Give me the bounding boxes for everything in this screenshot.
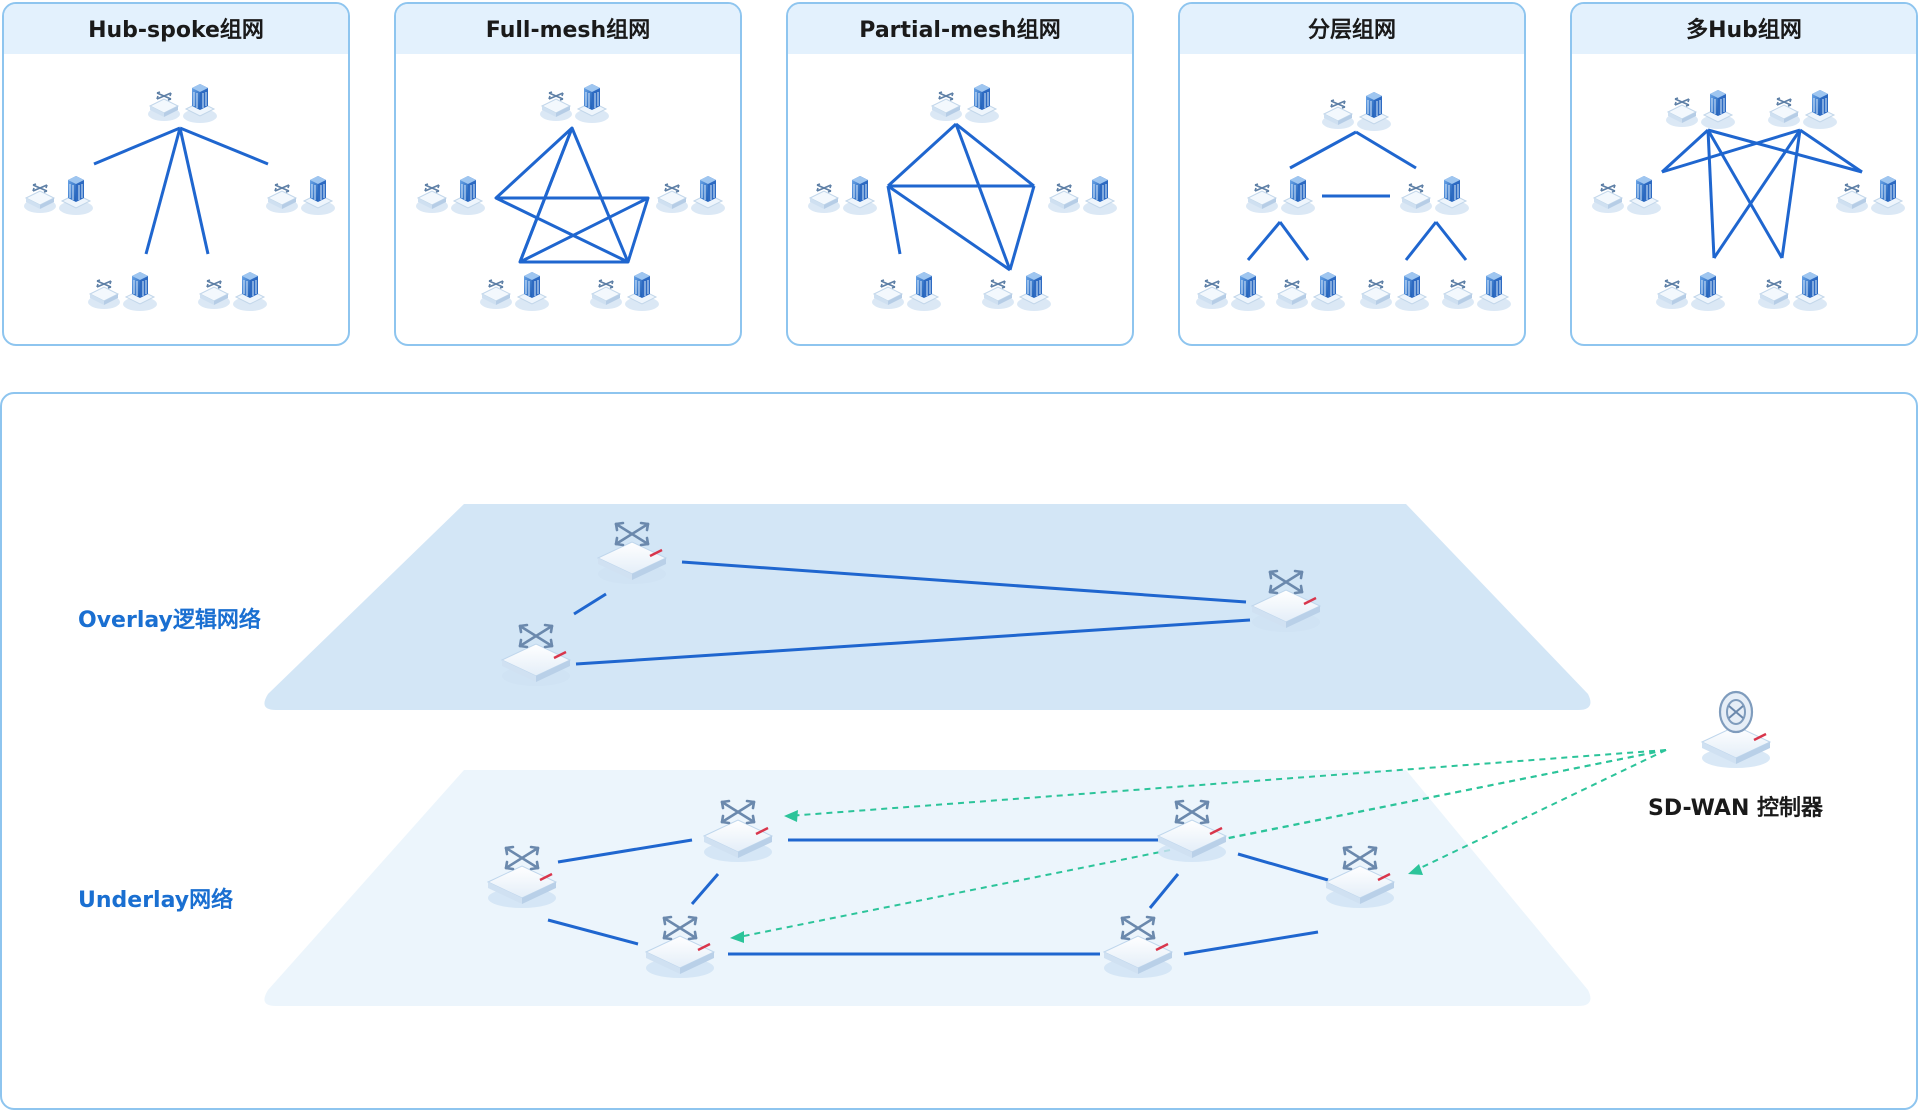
card-title: Full-mesh组网 xyxy=(396,4,740,54)
sdwan-controller-icon xyxy=(1700,690,1772,770)
full-mesh-diagram xyxy=(415,83,726,312)
underlay-plane xyxy=(264,770,1591,1006)
card-multi-hub: 多Hub组网 xyxy=(1570,2,1918,346)
card-hub-spoke: Hub-spoke组网 xyxy=(2,2,350,346)
overlay-label: Overlay逻辑网络 xyxy=(78,608,261,633)
card-title: Hub-spoke组网 xyxy=(4,4,348,54)
card-hierarchical: 分层组网 xyxy=(1178,2,1526,346)
partial-mesh-diagram xyxy=(807,83,1118,312)
card-title: 多Hub组网 xyxy=(1572,4,1916,54)
card-partial-mesh: Partial-mesh组网 xyxy=(786,2,1134,346)
controller-label: SD-WAN 控制器 xyxy=(1648,796,1824,821)
control-arrowheads xyxy=(730,810,1423,943)
card-title: 分层组网 xyxy=(1180,4,1524,54)
overlay-links xyxy=(573,560,1251,666)
overlay-underlay-diagram xyxy=(264,504,1772,1006)
card-full-mesh: Full-mesh组网 xyxy=(394,2,742,346)
card-title: Partial-mesh组网 xyxy=(788,4,1132,54)
hub-spoke-diagram xyxy=(23,83,336,312)
overlay-plane xyxy=(264,504,1591,710)
underlay-links xyxy=(547,838,1329,956)
hierarchical-diagram xyxy=(1195,91,1512,312)
multi-hub-diagram xyxy=(1591,89,1906,312)
underlay-label: Underlay网络 xyxy=(78,888,234,913)
overlay-underlay-panel: Overlay逻辑网络 Underlay网络 SD-WAN 控制器 xyxy=(0,392,1918,1110)
